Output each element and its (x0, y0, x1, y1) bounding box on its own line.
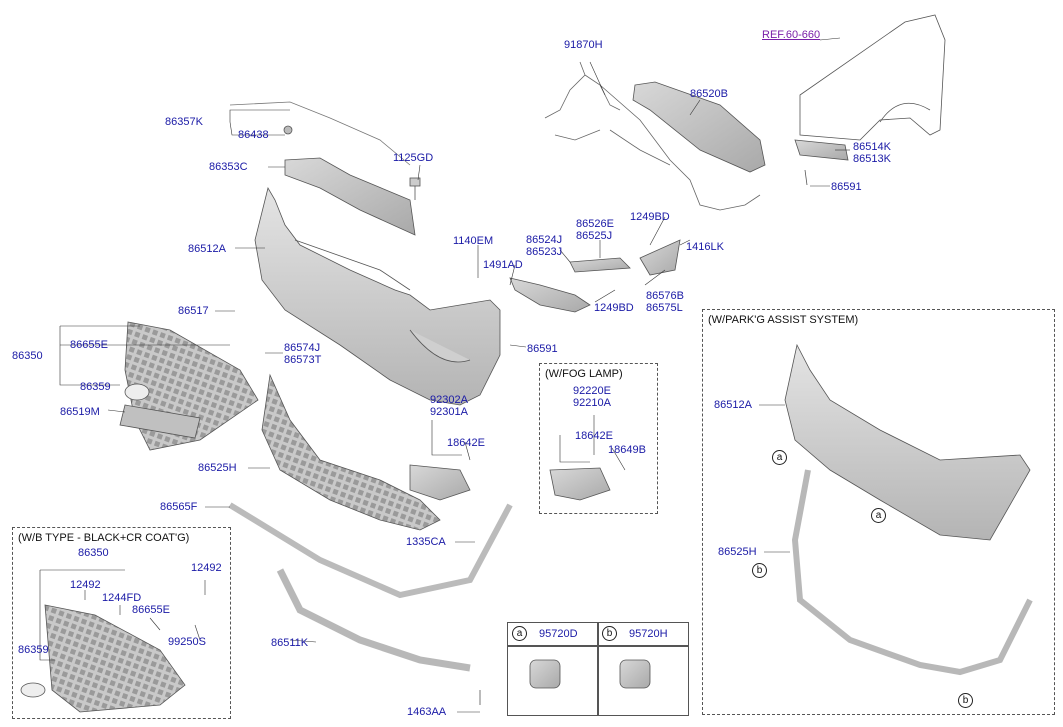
part-label-18649B[interactable]: 18649B (608, 444, 646, 456)
marker-a-sensor: a (512, 626, 527, 641)
fog-bracket (569, 257, 631, 273)
fog-bezel (509, 277, 591, 313)
part-label-95720D[interactable]: 95720D (539, 628, 578, 640)
sensor-box-divider (597, 622, 599, 716)
part-label-86520B[interactable]: 86520B (690, 88, 728, 100)
bumper-fascia (254, 186, 501, 406)
marker-b-park-2: b (958, 693, 973, 708)
part-label-1335CA[interactable]: 1335CA (406, 536, 446, 548)
fog-lamp (409, 464, 471, 501)
part-label-86359-wb[interactable]: 86359 (18, 644, 49, 656)
part-label-86591-mid[interactable]: 86591 (527, 343, 558, 355)
marker-a-park-2: a (871, 508, 886, 523)
part-label-1140EM[interactable]: 1140EM (453, 235, 494, 247)
ref-link[interactable]: REF.60-660 (762, 29, 821, 41)
upper-cover (284, 157, 416, 236)
part-label-86526E[interactable]: 86526E (576, 218, 614, 230)
lower-grille (261, 373, 441, 531)
park-assist-box (702, 309, 1055, 715)
fog-lamp-box (539, 363, 658, 514)
part-label-1249BD-a[interactable]: 1249BD (630, 211, 670, 223)
part-label-1244FD[interactable]: 1244FD (102, 592, 142, 604)
part-label-86359[interactable]: 86359 (80, 381, 111, 393)
skid-plate (276, 568, 471, 672)
part-label-86519M[interactable]: 86519M (60, 406, 100, 418)
part-label-86511K[interactable]: 86511K (271, 637, 309, 649)
part-label-86513K[interactable]: 86513K (853, 153, 891, 165)
marker-a-park-1: a (772, 450, 787, 465)
part-label-86525J[interactable]: 86525J (576, 230, 613, 242)
part-label-86655E-wb[interactable]: 86655E (132, 604, 170, 616)
park-lower (791, 469, 1033, 676)
garnish (228, 502, 513, 599)
part-label-1125GD[interactable]: 1125GD (393, 152, 434, 164)
part-label-86514K[interactable]: 86514K (853, 141, 891, 153)
park-assist-box-title: (W/PARK'G ASSIST SYSTEM) (708, 314, 859, 326)
fog-lamp-box-title: (W/FOG LAMP) (545, 368, 623, 380)
part-label-86565F[interactable]: 86565F (160, 501, 198, 513)
part-label-86591-top[interactable]: 86591 (831, 181, 862, 193)
part-label-12492-b[interactable]: 12492 (191, 562, 222, 574)
part-label-86512A[interactable]: 86512A (188, 243, 226, 255)
part-label-86357K[interactable]: 86357K (165, 116, 203, 128)
part-label-92210A[interactable]: 92210A (573, 397, 611, 409)
fender-outline (799, 14, 946, 141)
part-label-86575L[interactable]: 86575L (646, 302, 683, 314)
park-fascia (784, 343, 1031, 541)
part-label-1416LK[interactable]: 1416LK (686, 241, 724, 253)
marker-b-park-1: b (752, 563, 767, 578)
wb-type-box (12, 527, 231, 719)
part-label-1463AA[interactable]: 1463AA (407, 706, 447, 718)
part-label-86573T[interactable]: 86573T (284, 354, 322, 366)
part-label-12492-a[interactable]: 12492 (70, 579, 101, 591)
side-bracket (639, 239, 681, 276)
part-label-86524J[interactable]: 86524J (526, 234, 563, 246)
part-label-86523J[interactable]: 86523J (526, 246, 563, 258)
part-label-92301A[interactable]: 92301A (430, 406, 468, 418)
upper-strip (229, 101, 411, 166)
part-label-86353C[interactable]: 86353C (209, 161, 248, 173)
part-label-86517[interactable]: 86517 (178, 305, 209, 317)
part-label-86512A-park[interactable]: 86512A (714, 399, 752, 411)
part-label-1491AD[interactable]: 1491AD (483, 259, 523, 271)
part-label-86525H-park[interactable]: 86525H (718, 546, 757, 558)
wb-grille (44, 604, 186, 713)
part-label-86438[interactable]: 86438 (238, 129, 269, 141)
part-label-86350-wb[interactable]: 86350 (78, 547, 109, 559)
part-label-92220E[interactable]: 92220E (573, 385, 611, 397)
part-label-86574J[interactable]: 86574J (284, 342, 321, 354)
fog-lamp-2 (549, 467, 611, 501)
fender-bracket (794, 139, 849, 161)
part-label-1249BD-b[interactable]: 1249BD (594, 302, 634, 314)
part-label-86525H[interactable]: 86525H (198, 462, 237, 474)
part-label-91870H[interactable]: 91870H (564, 39, 603, 51)
sensor-a (529, 659, 561, 689)
marker-b-sensor: b (602, 626, 617, 641)
absorber (632, 81, 766, 173)
part-label-86350[interactable]: 86350 (12, 350, 43, 362)
part-label-86655E[interactable]: 86655E (70, 339, 108, 351)
sensor-box-header-line (507, 645, 689, 647)
sensor-b (619, 659, 651, 689)
wb-type-box-title: (W/B TYPE - BLACK+CR COAT'G) (18, 532, 190, 544)
part-label-92302A[interactable]: 92302A (430, 394, 468, 406)
part-label-18642E-fog[interactable]: 18642E (575, 430, 613, 442)
part-label-18642E[interactable]: 18642E (447, 437, 485, 449)
part-label-95720H[interactable]: 95720H (629, 628, 668, 640)
grille-strip (119, 404, 201, 439)
part-label-99250S[interactable]: 99250S (168, 636, 206, 648)
part-label-86576B[interactable]: 86576B (646, 290, 684, 302)
